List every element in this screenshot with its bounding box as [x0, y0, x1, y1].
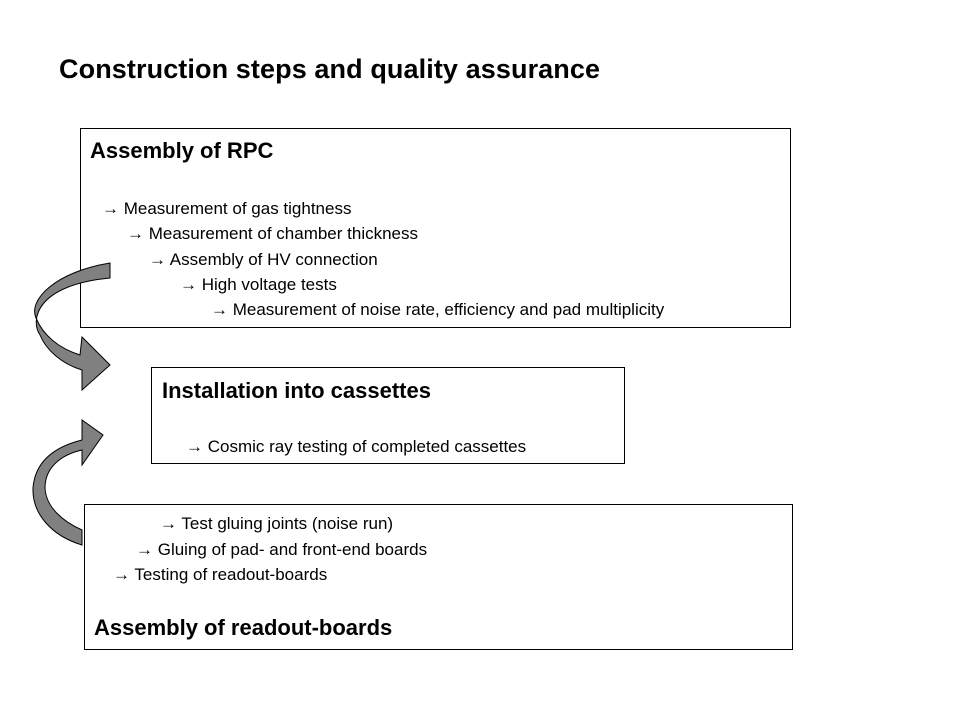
readout-assembly-box: → Test gluing joints (noise run) → Gluin…	[84, 504, 793, 650]
cassettes-installation-heading: Installation into cassettes	[162, 378, 431, 403]
rpc-step-noise-rate: → Measurement of noise rate, efficiency …	[211, 300, 665, 319]
rpc-step-hv-connection: → Assembly of HV connection	[149, 250, 378, 269]
readout-step-testing: → Testing of readout-boards	[113, 565, 328, 584]
rpc-step-gas-tightness: → Measurement of gas tightness	[102, 199, 352, 218]
rpc-assembly-heading: Assembly of RPC	[90, 138, 274, 163]
readout-step-gluing-boards: → Gluing of pad- and front-end boards	[136, 540, 428, 559]
page-title: Construction steps and quality assurance	[59, 54, 601, 84]
rpc-step-high-voltage-tests: → High voltage tests	[180, 275, 337, 294]
cassettes-installation-box: Installation into cassettes → Cosmic ray…	[151, 367, 625, 464]
rpc-assembly-box: Assembly of RPC → Measurement of gas tig…	[80, 128, 791, 328]
readout-assembly-heading: Assembly of readout-boards	[94, 615, 393, 640]
rpc-step-chamber-thickness: → Measurement of chamber thickness	[127, 224, 419, 243]
cassettes-step-cosmic-ray: → Cosmic ray testing of completed casset…	[186, 437, 527, 456]
readout-step-gluing-joints: → Test gluing joints (noise run)	[160, 514, 394, 533]
